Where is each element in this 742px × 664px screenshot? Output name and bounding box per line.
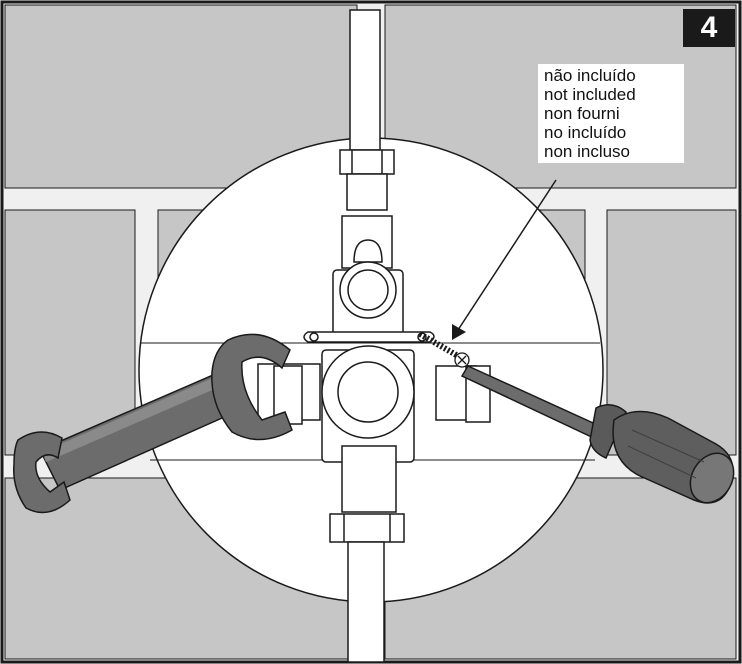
screw-icon [418, 331, 470, 368]
wrench-icon [13, 333, 293, 514]
note-line: non fourni [544, 104, 620, 123]
not-included-note: não incluído not included non fourni no … [538, 64, 684, 163]
leader-arrow [452, 179, 557, 340]
note-line: no incluído [544, 123, 627, 142]
note-line: not included [544, 85, 636, 104]
step-number-badge: 4 [683, 9, 735, 47]
note-line: non incluso [544, 142, 631, 161]
note-line: não incluído [544, 66, 636, 85]
valve-assembly [257, 9, 491, 663]
screwdriver-icon [460, 365, 735, 504]
